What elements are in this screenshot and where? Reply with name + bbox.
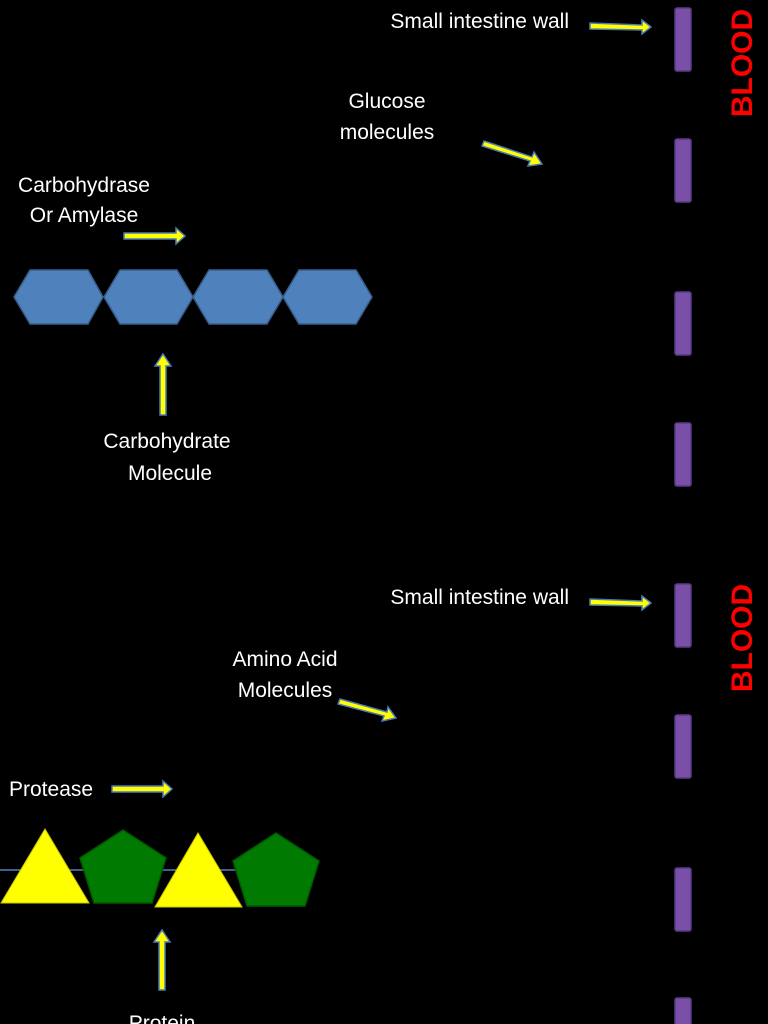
intestine-wall-segment	[674, 867, 692, 932]
intestine-wall-segment	[674, 291, 692, 356]
enzyme-pointer-arrow	[123, 226, 187, 246]
glucose-hexagon	[282, 269, 373, 325]
molecule-pointer-arrow	[153, 352, 173, 416]
intestine-wall-segment	[674, 7, 692, 72]
molecule-label: Carbohydrate	[103, 430, 230, 453]
protein-label: Protein	[129, 1012, 196, 1024]
enzyme-label: Carbohydrase	[18, 174, 150, 197]
intestine-wall-segment	[674, 422, 692, 487]
blood-label: BLOOD	[726, 584, 759, 692]
amino-acid-pentagon	[79, 829, 167, 904]
enzyme-label: Or Amylase	[30, 204, 139, 227]
amino-acid-label: Molecules	[238, 679, 333, 702]
glucose-hexagon	[103, 269, 194, 325]
molecule-label: Molecule	[128, 462, 212, 485]
glucose-label: Glucose	[348, 90, 425, 113]
wall-label: Small intestine wall	[390, 586, 569, 609]
amino-acid-label: Amino Acid	[232, 648, 337, 671]
wall-pointer-arrow	[589, 18, 653, 36]
glucose-label: molecules	[340, 121, 435, 144]
intestine-wall-segment	[674, 714, 692, 779]
amino-acid-pentagon	[232, 832, 320, 907]
protease-pointer-arrow	[111, 779, 174, 799]
intestine-wall-segment	[674, 583, 692, 648]
amino-acid-triangle	[154, 832, 243, 908]
blood-label: BLOOD	[726, 9, 759, 117]
intestine-wall-segment	[674, 138, 692, 203]
protein-pointer-arrow	[152, 928, 172, 991]
wall-pointer-arrow	[589, 594, 653, 612]
glucose-hexagon	[13, 269, 104, 325]
wall-label: Small intestine wall	[390, 10, 569, 33]
intestine-wall-segment	[674, 997, 692, 1024]
glucose-hexagon	[192, 269, 284, 325]
protease-label: Protease	[9, 778, 93, 801]
amino-acid-pointer-arrow	[336, 698, 398, 723]
glucose-pointer-arrow	[481, 140, 544, 167]
amino-acid-triangle	[0, 828, 90, 904]
